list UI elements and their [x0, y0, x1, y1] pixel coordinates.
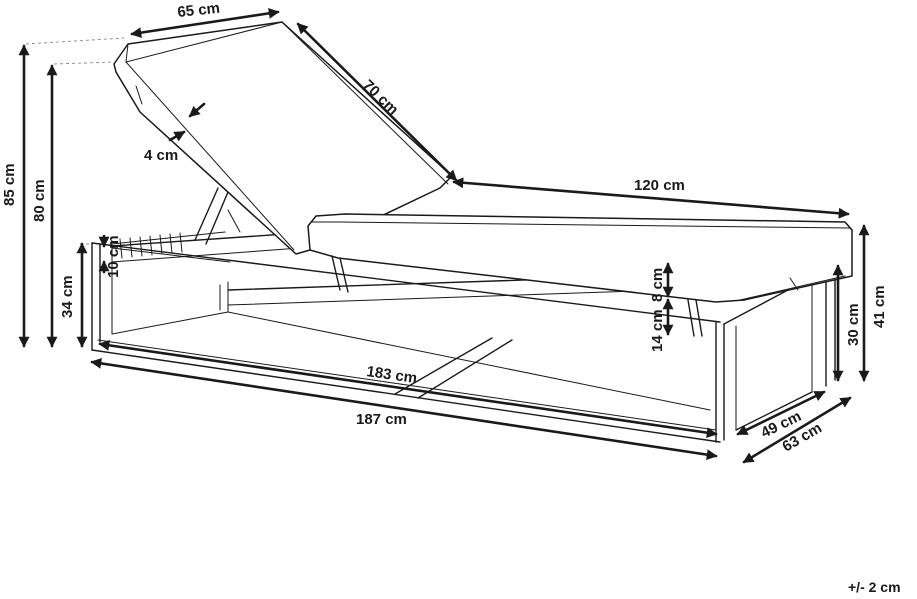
arrow-backrest-length	[296, 22, 458, 182]
label-rail-height: 14 cm	[649, 309, 666, 352]
label-slat-thickness: 10 cm	[105, 235, 122, 278]
label-cushion-thickness: 8 cm	[649, 268, 666, 302]
label-height-cushion: 41 cm	[871, 285, 888, 328]
label-backrest-width: 65 cm	[177, 0, 221, 21]
arrow-total-width	[742, 396, 852, 464]
arrow-total-length	[90, 357, 718, 461]
label-total-length: 187 cm	[356, 411, 407, 428]
dimension-arrows	[18, 7, 870, 464]
label-backrest-thickness: 4 cm	[144, 147, 178, 164]
seat-cushion	[307, 213, 853, 337]
label-height-total: 85 cm	[1, 163, 18, 206]
arrow-seat-length	[452, 177, 850, 219]
label-leg-height: 30 cm	[845, 303, 862, 346]
arrow-backrest-thickness	[168, 130, 186, 142]
label-seat-length: 120 cm	[634, 177, 685, 194]
tolerance-note: +/- 2 cm	[848, 579, 901, 595]
arrow-backrest-width	[130, 7, 280, 39]
label-inner-length: 183 cm	[365, 363, 418, 387]
arrow-backrest-thickness-b	[188, 102, 206, 118]
label-frame-height: 34 cm	[59, 275, 76, 318]
arrow-inner-length	[98, 339, 718, 439]
label-height-backrest: 80 cm	[31, 179, 48, 222]
